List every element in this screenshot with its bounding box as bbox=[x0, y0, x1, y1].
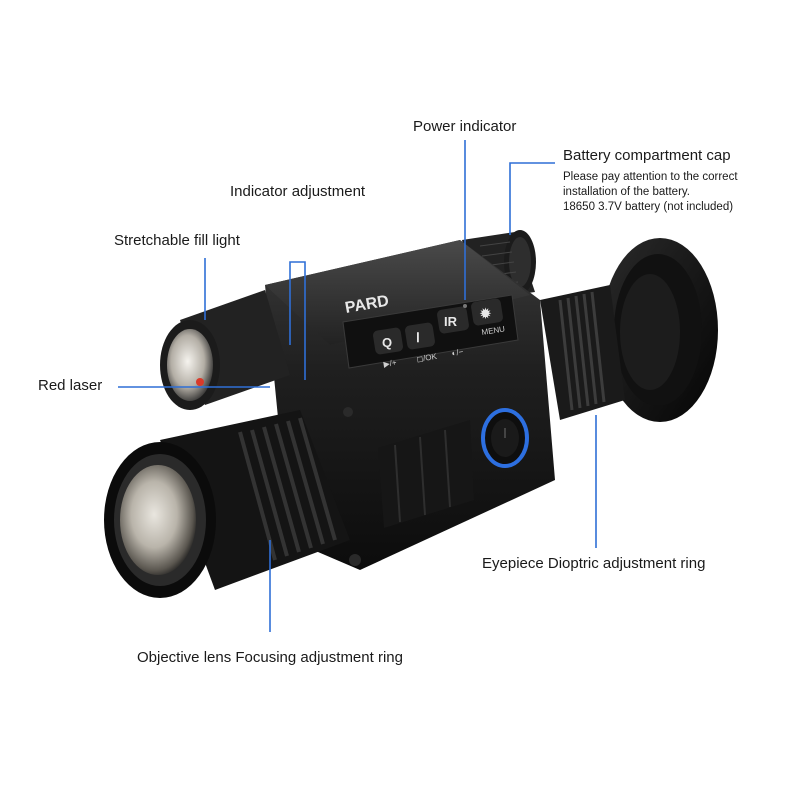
zoom-button-label: Q bbox=[382, 335, 392, 350]
note-battery-2: installation of the battery. bbox=[563, 186, 690, 198]
zoom-button[interactable]: Q bbox=[372, 327, 403, 355]
button-caption-3: ◐/− bbox=[451, 347, 464, 358]
power-button[interactable] bbox=[481, 408, 529, 468]
label-battery-cap: Battery compartment cap bbox=[563, 147, 731, 164]
control-panel: PARD Q Ⅰ IR ✹ MENU ▶/+ ◻/OK ◐/− bbox=[342, 293, 519, 369]
label-eyepiece-ring: Eyepiece Dioptric adjustment ring bbox=[482, 555, 706, 572]
label-fill-light: Stretchable fill light bbox=[114, 232, 240, 249]
label-red-laser: Red laser bbox=[38, 377, 103, 394]
label-power-indicator: Power indicator bbox=[413, 118, 517, 135]
label-objective-ring: Objective lens Focusing adjustment ring bbox=[137, 649, 403, 666]
eyecup bbox=[602, 238, 718, 422]
leader-indicator bbox=[289, 261, 306, 380]
leader-battery bbox=[509, 162, 555, 235]
eyepiece-tube bbox=[540, 285, 625, 420]
label-indicator-adjustment: Indicator adjustment bbox=[230, 183, 366, 200]
note-battery-1: Please pay attention to the correct bbox=[563, 171, 738, 183]
menu-label: MENU bbox=[481, 324, 506, 337]
ir-button[interactable]: IR bbox=[436, 306, 469, 334]
button-caption-1: ▶/+ bbox=[383, 358, 398, 369]
red-laser-dot bbox=[196, 378, 204, 386]
note-battery-3: 18650 3.7V battery (not included) bbox=[563, 201, 734, 213]
light-button-label: Ⅰ bbox=[416, 330, 420, 345]
menu-button[interactable]: ✹ bbox=[470, 298, 503, 326]
ir-button-label: IR bbox=[444, 314, 458, 329]
leader-lines bbox=[118, 140, 597, 632]
objective-barrel bbox=[104, 410, 350, 598]
menu-icon: ✹ bbox=[479, 306, 492, 321]
button-caption-2: ◻/OK bbox=[416, 352, 438, 364]
power-indicator-led bbox=[463, 304, 467, 308]
light-button[interactable]: Ⅰ bbox=[404, 322, 435, 350]
